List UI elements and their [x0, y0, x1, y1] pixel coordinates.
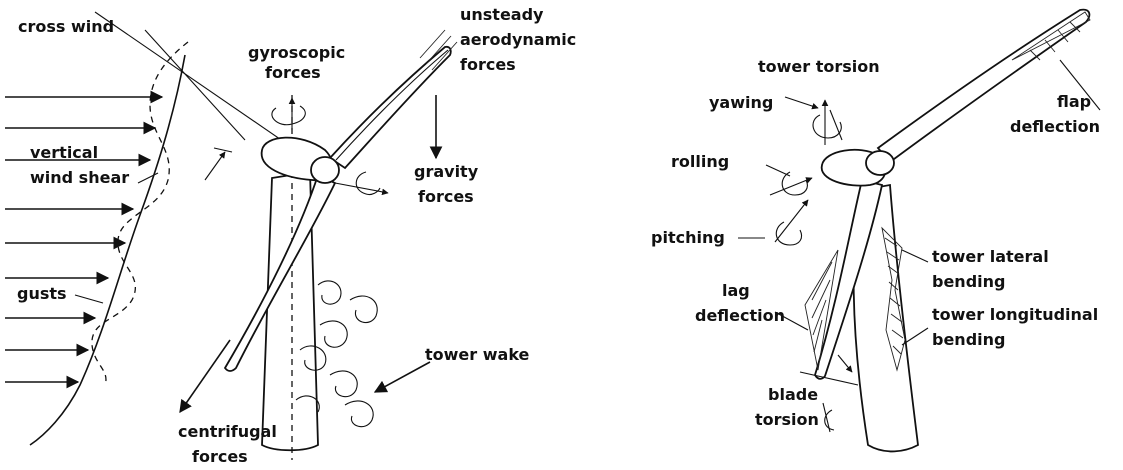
lag-leader [774, 311, 809, 331]
wind-profile-curve [29, 54, 186, 446]
left-blade-upper [328, 45, 452, 170]
label-vertical-wind-shear: vertical wind shear [30, 143, 129, 187]
left-hub [310, 156, 340, 184]
left-blade-lower [223, 173, 337, 372]
tower-bending-hatch [881, 226, 906, 372]
wind-shear-leader [137, 172, 159, 184]
label-centrifugal: centrifugal forces [178, 422, 282, 466]
label-tower-longitudinal-bending: tower longitudinal bending [932, 305, 1104, 349]
rolling-symbol [781, 171, 808, 196]
blade-torsion-rotation [824, 409, 835, 431]
tower-longitudinal-leader [901, 327, 929, 346]
right-blade-lower [814, 178, 884, 380]
aero-hatch [419, 29, 458, 71]
right-diagram: tower torsion yawing flap deflection rol… [651, 8, 1104, 453]
label-gravity: gravity forces [414, 162, 484, 206]
label-gyroscopic: gyroscopic forces [248, 43, 351, 82]
label-cross-wind: cross wind [18, 17, 114, 36]
label-gusts: gusts [17, 284, 67, 303]
label-yawing: yawing [709, 93, 773, 112]
tower-torsion-leader [829, 109, 843, 141]
left-diagram: cross wind gyroscopic forces unsteady ae… [5, 5, 582, 466]
right-hub [865, 150, 895, 176]
gusts-leader [74, 294, 104, 304]
flap-leader [1059, 59, 1101, 111]
tower-lateral-leader [901, 249, 929, 263]
cross-wind-leader [144, 29, 246, 141]
label-rolling: rolling [671, 152, 729, 171]
blade-torsion-line [799, 371, 859, 386]
wind-arrows [5, 90, 164, 389]
tower-wake-swirls [295, 280, 378, 428]
label-blade-torsion: blade torsion [755, 385, 824, 429]
right-blade-upper [876, 8, 1091, 164]
label-tower-torsion: tower torsion [758, 57, 880, 76]
label-tower-wake: tower wake [425, 345, 530, 364]
tower-wake-arrow [373, 361, 431, 393]
label-pitching: pitching [651, 228, 725, 247]
label-unsteady-aerodynamic: unsteady aerodynamic forces [460, 5, 582, 74]
centrifugal-arrow [179, 339, 231, 414]
lag-deflection-hatch [804, 249, 839, 371]
gyro-rotation-symbol [271, 105, 306, 126]
label-lag-deflection: lag deflection [695, 281, 785, 325]
yaw-rotation-symbol [812, 114, 842, 139]
yaw-arrow-left [204, 151, 226, 181]
label-tower-lateral-bending: tower lateral bending [932, 247, 1054, 291]
label-flap-deflection: flap deflection [1010, 92, 1100, 136]
pitching-symbol [775, 221, 803, 246]
flap-deflection-hatch [1011, 11, 1091, 61]
